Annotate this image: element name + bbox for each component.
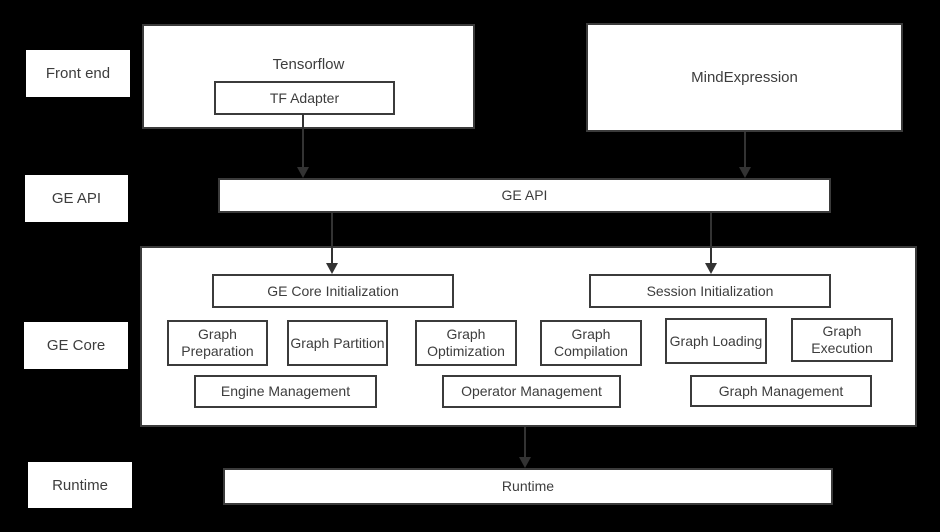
graph-preparation-box: Graph Preparation [167,320,268,366]
tensorflow-title: Tensorflow [272,56,345,73]
graph-execution-label: Graph Execution [811,323,873,356]
graph-execution-box: Graph Execution [791,318,893,362]
graph-partition-label: Graph Partition [290,334,385,351]
tf-adapter-box: TF Adapter [214,81,395,115]
ge-core-initialization-label: GE Core Initialization [267,282,399,299]
arrow-head-icon [519,457,531,468]
graph-loading-label: Graph Loading [669,332,763,349]
arrow-ge-api-to-session-initialization [705,213,717,274]
graph-management-box: Graph Management [690,375,872,407]
arrow-ge-api-to-ge-core-initialization [326,213,338,274]
graph-partition-box: Graph Partition [287,320,388,366]
graph-compilation-box: Graph Compilation [540,320,642,366]
engine-management-label: Engine Management [220,383,351,399]
arrow-ge-core-to-runtime [519,427,531,468]
mind-expression-box: MindExpression [586,23,903,132]
row-label-runtime-text: Runtime [52,476,108,494]
ge-core-initialization-box: GE Core Initialization [212,274,454,308]
ge-api-bar: GE API [218,178,831,213]
tensorflow-box: Tensorflow TF Adapter [142,24,475,129]
session-initialization-box: Session Initialization [589,274,831,308]
graph-loading-box: Graph Loading [665,318,767,364]
arrow-shaft [744,132,746,168]
arrow-mind-expression-to-ge-api [739,132,751,178]
engine-management-box: Engine Management [194,375,377,408]
arrow-head-icon [739,167,751,178]
session-initialization-label: Session Initialization [646,282,774,299]
tf-adapter-label: TF Adapter [269,89,340,106]
arrow-shaft [331,213,333,264]
row-label-runtime: Runtime [28,462,132,508]
graph-management-label: Graph Management [718,382,844,399]
arrow-shaft [524,427,526,458]
operator-management-label: Operator Management [461,383,602,399]
ge-core-container: GE Core Initialization Session Initializ… [140,246,917,427]
runtime-bar: Runtime [223,468,833,505]
row-label-ge-api: GE API [25,175,128,222]
graph-preparation-label: Graph Preparation [181,326,254,359]
row-label-ge-api-text: GE API [51,190,102,207]
arrow-shaft [302,114,304,168]
graph-optimization-box: Graph Optimization [415,320,517,366]
ge-api-label: GE API [501,187,548,203]
graph-optimization-label: Graph Optimization [427,326,505,359]
row-label-ge-core-text: GE Core [46,337,106,354]
row-label-front-end: Front end [26,50,130,97]
arrow-head-icon [326,263,338,274]
mind-expression-label: MindExpression [691,69,798,86]
row-label-front-end-text: Front end [45,65,111,82]
arrow-shaft [710,213,712,264]
row-label-ge-core: GE Core [24,322,128,369]
arrow-head-icon [297,167,309,178]
arrow-head-icon [705,263,717,274]
graph-compilation-label: Graph Compilation [554,326,628,359]
operator-management-box: Operator Management [442,375,621,408]
runtime-label: Runtime [501,478,555,494]
arrow-tf-adapter-to-ge-api [297,114,309,178]
